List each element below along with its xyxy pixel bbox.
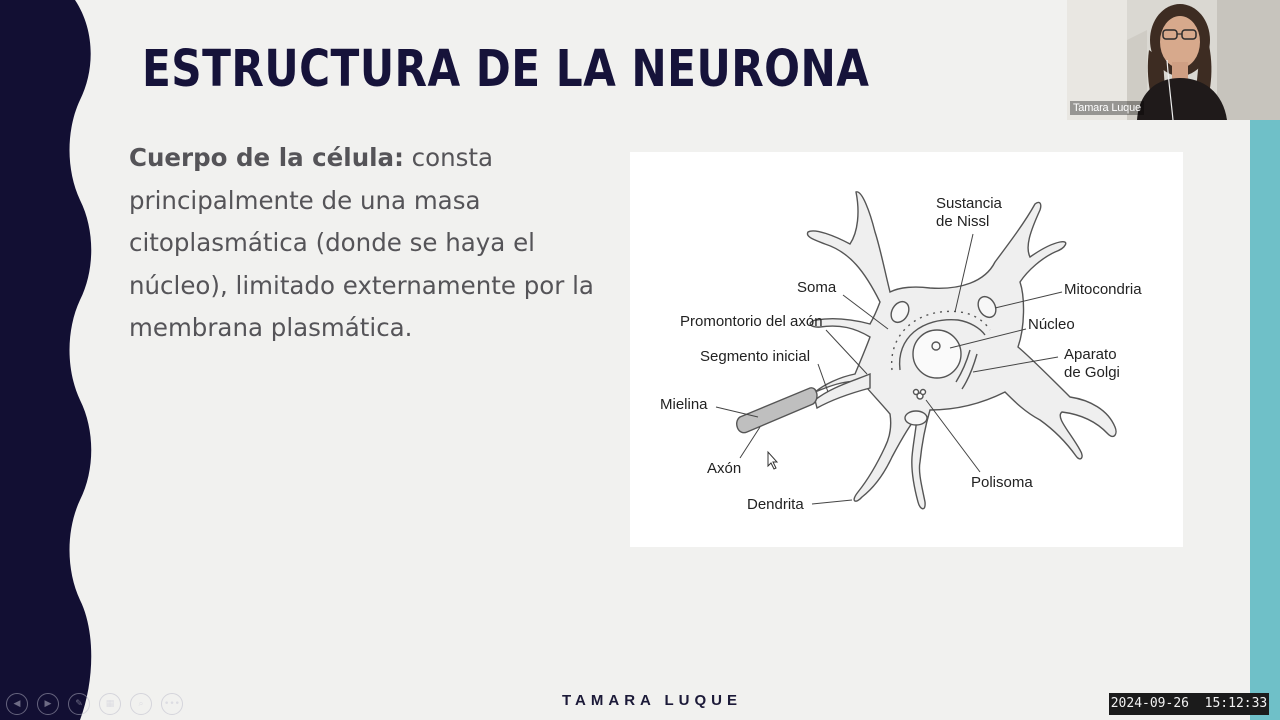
label-dendrita: Dendrita: [747, 496, 804, 513]
prev-slide-icon[interactable]: ◀: [6, 693, 28, 715]
label-mielina: Mielina: [660, 396, 708, 413]
myelin-sheath-shape: [736, 387, 818, 434]
neuron-diagram-svg: Sustancia de Nissl Mitocondria Soma Prom…: [660, 191, 1142, 513]
nucleus-shape: [912, 329, 962, 379]
slide-title: ESTRUCTURA DE LA NEURONA: [142, 40, 870, 99]
left-decorative-band: [0, 0, 92, 720]
next-slide-icon[interactable]: ▶: [37, 693, 59, 715]
participant-name-label: Tamara Luque: [1070, 101, 1144, 115]
label-golgi-line2: de Golgi: [1064, 364, 1120, 381]
label-soma: Soma: [797, 279, 837, 296]
pen-icon[interactable]: ✎: [68, 693, 90, 715]
label-polisoma: Polisoma: [971, 474, 1033, 491]
label-mitocondria: Mitocondria: [1064, 281, 1142, 298]
slide-body-text: Cuerpo de la célula: consta principalmen…: [129, 137, 599, 350]
mitochondrion-shape: [890, 300, 910, 324]
neuron-body-shape: [806, 191, 1117, 510]
body-bold-lead: Cuerpo de la célula:: [129, 143, 404, 172]
label-nissl-line2: de Nissl: [936, 213, 989, 230]
label-segmento: Segmento inicial: [700, 348, 810, 365]
body-description: consta principalmente de una masa citopl…: [129, 143, 594, 342]
neuron-diagram: Sustancia de Nissl Mitocondria Soma Prom…: [630, 152, 1183, 547]
mouse-cursor-icon: [767, 450, 779, 470]
participant-video-feed: [1067, 0, 1280, 120]
axon-shape: [814, 372, 871, 410]
golgi-shape: [955, 349, 971, 383]
more-options-icon[interactable]: •••: [161, 693, 183, 715]
label-axon: Axón: [707, 460, 741, 477]
slide-navigation-controls: ◀ ▶ ✎ ▦ ⌕ •••: [6, 693, 183, 715]
label-nucleo: Núcleo: [1028, 316, 1075, 333]
footer-presenter-name: TAMARA LUQUE: [562, 692, 742, 709]
label-golgi-line1: Aparato: [1064, 346, 1117, 363]
label-promontorio: Promontorio del axón: [680, 313, 823, 330]
recording-timestamp: 2024-09-26 15:12:33: [1109, 693, 1269, 715]
slides-grid-icon[interactable]: ▦: [99, 693, 121, 715]
label-nissl-line1: Sustancia: [936, 195, 1003, 212]
leader-lines: [715, 233, 1063, 505]
zoom-icon[interactable]: ⌕: [130, 693, 152, 715]
accent-bar: [1250, 120, 1280, 720]
participant-video-tile[interactable]: Tamara Luque: [1067, 0, 1280, 120]
nucleolus-shape: [931, 341, 941, 351]
